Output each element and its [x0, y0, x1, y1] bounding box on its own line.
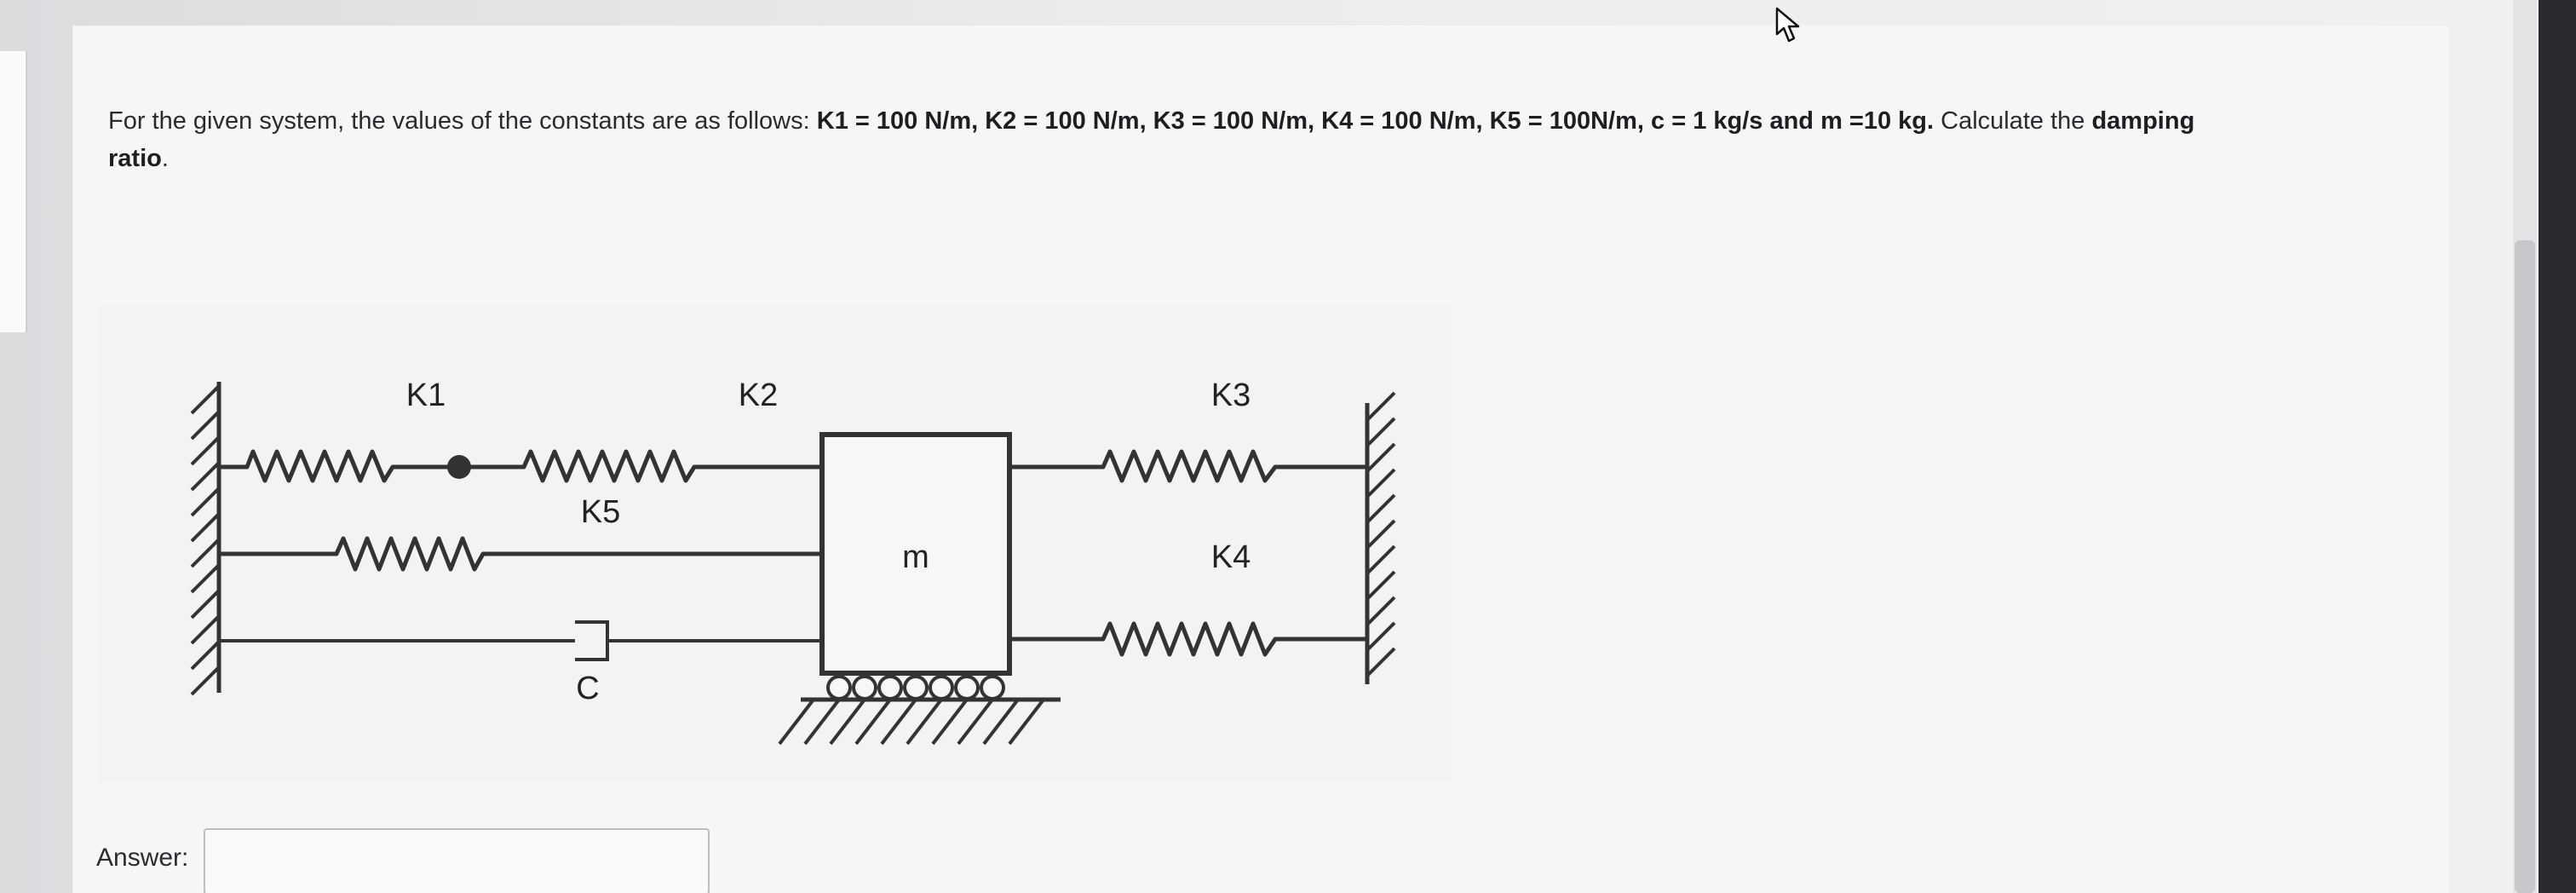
- spring-k3: [1009, 449, 1367, 483]
- damper-housing: [575, 620, 609, 661]
- question-keyword-2: ratio: [108, 145, 162, 172]
- question-panel: For the given system, the values of the …: [72, 26, 2449, 893]
- spring-k5: [219, 536, 822, 572]
- spring-k4: [1009, 621, 1367, 657]
- diagram-svg: m: [190, 377, 1396, 746]
- label-c: C: [576, 671, 599, 706]
- cursor-svg: [1775, 7, 1800, 43]
- spring-junction-node: [447, 455, 471, 479]
- question-end: .: [161, 145, 169, 172]
- mouse-pointer-icon: [1775, 7, 1803, 49]
- question-instruction: Calculate the: [1934, 107, 2092, 135]
- answer-input[interactable]: [204, 828, 710, 893]
- spring-k1: [219, 449, 454, 483]
- answer-label: Answer:: [96, 844, 189, 872]
- mass-label: m: [902, 539, 929, 575]
- question-constants: K1 = 100 N/m, K2 = 100 N/m, K3 = 100 N/m…: [816, 107, 1935, 135]
- scrollbar-thumb[interactable]: [2515, 240, 2535, 893]
- spring-mass-diagram: m: [98, 305, 1452, 782]
- question-text: For the given system, the values of the …: [108, 102, 2459, 177]
- screen-edge: [2539, 0, 2576, 893]
- ground-hatch: [778, 698, 1045, 746]
- rollers: [826, 675, 1005, 700]
- question-intro: For the given system, the values of the …: [108, 107, 817, 135]
- label-k2: K2: [739, 377, 778, 413]
- side-rail: [0, 51, 27, 332]
- left-wall-hatch: [190, 384, 221, 696]
- label-k5: K5: [581, 494, 620, 530]
- question-keyword: damping: [2091, 107, 2195, 135]
- right-wall-hatch: [1366, 391, 1396, 677]
- spring-k2: [464, 449, 822, 483]
- label-k1: K1: [406, 377, 446, 413]
- label-k3: K3: [1211, 377, 1251, 413]
- label-k4: K4: [1211, 539, 1251, 575]
